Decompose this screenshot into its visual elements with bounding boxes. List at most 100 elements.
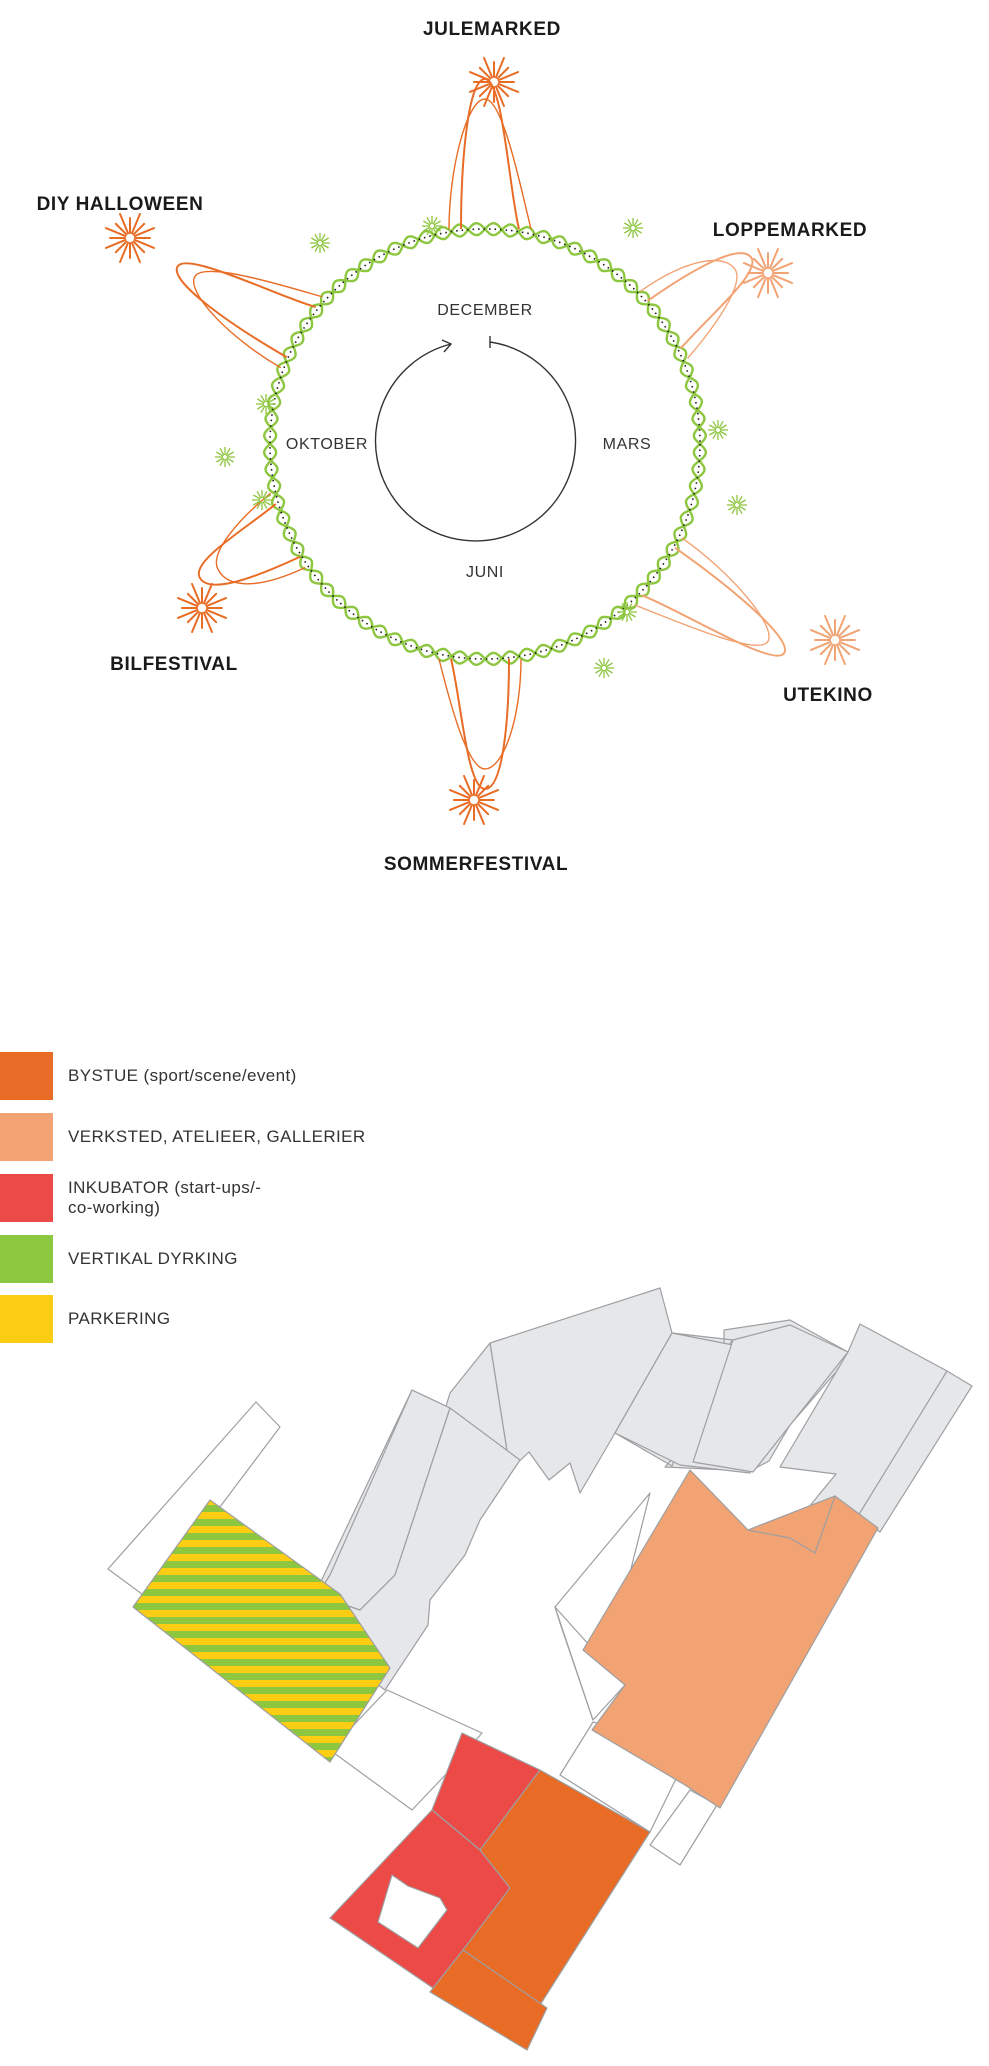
burst-ray bbox=[468, 82, 491, 93]
sparkle-ray bbox=[719, 424, 727, 430]
burst-ray bbox=[448, 800, 471, 811]
burst-ray bbox=[132, 240, 146, 254]
legend-label-bystue: BYSTUE (sport/scene/event) bbox=[68, 1065, 297, 1085]
sparkle-ray bbox=[432, 227, 438, 235]
event-burst-icon-1 bbox=[742, 247, 794, 299]
sparkle-ray bbox=[628, 612, 636, 618]
area-parkering-vertikal-dyrking bbox=[132, 1499, 391, 1763]
burst-ray bbox=[771, 273, 794, 284]
sparkle-ray bbox=[263, 494, 271, 500]
sparkle-ray bbox=[216, 451, 224, 457]
legend-item-vertikal-dyrking: VERTIKAL DYRKING bbox=[0, 1235, 420, 1285]
legend-swatch-bystue bbox=[0, 1052, 53, 1100]
area-verksted-atelieer-gallerier bbox=[582, 1469, 879, 1809]
sparkle-ray bbox=[598, 669, 604, 677]
burst-ray bbox=[114, 222, 128, 236]
sparkle-ray bbox=[423, 226, 431, 232]
area-inkubator-2 bbox=[329, 1809, 511, 1989]
event-loop-5-0 bbox=[175, 262, 317, 359]
sparkle-ray bbox=[627, 219, 633, 227]
sparkle-ray bbox=[423, 220, 431, 226]
sparkle-ray bbox=[738, 499, 746, 505]
sparkle-ray bbox=[260, 405, 266, 413]
burst-ray bbox=[742, 262, 765, 273]
event-loop-3-0 bbox=[450, 658, 510, 791]
burst-ray bbox=[824, 643, 835, 666]
event-burst-icon-2 bbox=[809, 614, 861, 666]
green-sparkle-icon-9 bbox=[252, 490, 272, 510]
building-grey-3 bbox=[304, 1389, 451, 1616]
sparkle-ray bbox=[253, 500, 261, 506]
green-sparkle-icon-7 bbox=[617, 602, 637, 622]
sparkle-ray bbox=[627, 229, 633, 237]
inkubator-courtyard bbox=[377, 1874, 448, 1949]
sparkle-ray bbox=[634, 222, 642, 228]
event-calendar-diagram: DECEMBER MARS JUNI OKTOBER JULEMARKED LO… bbox=[37, 19, 873, 875]
sparkle-ray bbox=[266, 395, 272, 403]
burst-ray bbox=[104, 238, 127, 249]
burst-ray bbox=[476, 802, 490, 816]
sparkle-ray bbox=[728, 499, 736, 505]
sparkle-ray bbox=[595, 662, 603, 668]
burst-ray bbox=[478, 84, 492, 98]
event-loops bbox=[175, 77, 786, 791]
burst-ray bbox=[771, 262, 794, 273]
sparkle-ray bbox=[256, 501, 262, 509]
burst-ray bbox=[838, 629, 861, 640]
burst-ray bbox=[130, 241, 141, 264]
sparkle-ray bbox=[627, 603, 633, 611]
sparkle-ray bbox=[256, 491, 262, 499]
outline-parcels bbox=[107, 1401, 718, 1866]
burst-ray bbox=[757, 247, 768, 270]
month-label-bottom: JUNI bbox=[466, 564, 504, 581]
sparkle-ray bbox=[226, 457, 234, 463]
burst-ray bbox=[837, 624, 851, 638]
legend-label-parkering: PARKERING bbox=[68, 1308, 171, 1328]
green-sparkle-icon-2 bbox=[623, 218, 643, 238]
sparkle-ray bbox=[738, 505, 746, 511]
parcel-south-east bbox=[559, 1721, 691, 1833]
event-label-bilfestival: BILFESTIVAL bbox=[110, 654, 238, 675]
event-loop-4-0 bbox=[197, 503, 301, 586]
area-inkubator-1 bbox=[431, 1732, 541, 1851]
sparkle-ray bbox=[634, 228, 642, 234]
month-label-left: OKTOBER bbox=[286, 436, 368, 453]
burst-ray bbox=[202, 611, 213, 634]
building-grey-6 bbox=[614, 1332, 751, 1474]
building-grey-5 bbox=[614, 1319, 859, 1472]
sparkle-ray bbox=[219, 458, 225, 466]
legend-label-vertikal-dyrking: VERTIKAL DYRKING bbox=[68, 1248, 238, 1268]
event-burst-icon-3 bbox=[448, 774, 500, 826]
sparkle-ray bbox=[226, 451, 234, 457]
legend-item-inkubator: INKUBATOR (start-ups/- co-working) bbox=[0, 1174, 420, 1224]
legend-item-bystue: BYSTUE (sport/scene/event) bbox=[0, 1052, 420, 1102]
legend-swatch-vertikal-dyrking bbox=[0, 1235, 53, 1283]
burst-ray bbox=[768, 276, 779, 299]
burst-ray bbox=[204, 610, 218, 624]
sparkle-ray bbox=[731, 496, 737, 504]
arrow-head-icon bbox=[441, 339, 453, 353]
sparkle-ray bbox=[709, 430, 717, 436]
burst-ray bbox=[463, 774, 474, 797]
burst-ray bbox=[477, 789, 500, 800]
event-loop-5-1 bbox=[192, 270, 322, 369]
green-sparkle-icon-6 bbox=[727, 495, 747, 515]
event-loop-0-1 bbox=[448, 98, 532, 230]
burst-ray bbox=[205, 608, 228, 619]
sparkle-ray bbox=[225, 458, 231, 466]
burst-ray bbox=[191, 582, 202, 605]
neighbour-buildings bbox=[304, 1287, 973, 1691]
sparkle-ray bbox=[604, 659, 610, 667]
burst-ray bbox=[474, 774, 485, 797]
burst-ray bbox=[838, 640, 861, 651]
burst-ray bbox=[483, 85, 494, 108]
burst-ray bbox=[114, 240, 128, 254]
sparkle-ray bbox=[225, 448, 231, 456]
event-loop-1-1 bbox=[640, 259, 738, 359]
event-burst-icon-5 bbox=[104, 212, 156, 264]
parcel-south-east-b bbox=[649, 1789, 718, 1866]
burst-ray bbox=[770, 275, 784, 289]
sparkle-ray bbox=[262, 491, 268, 499]
burst-ray bbox=[819, 624, 833, 638]
green-sparkle-icon-8 bbox=[594, 658, 614, 678]
